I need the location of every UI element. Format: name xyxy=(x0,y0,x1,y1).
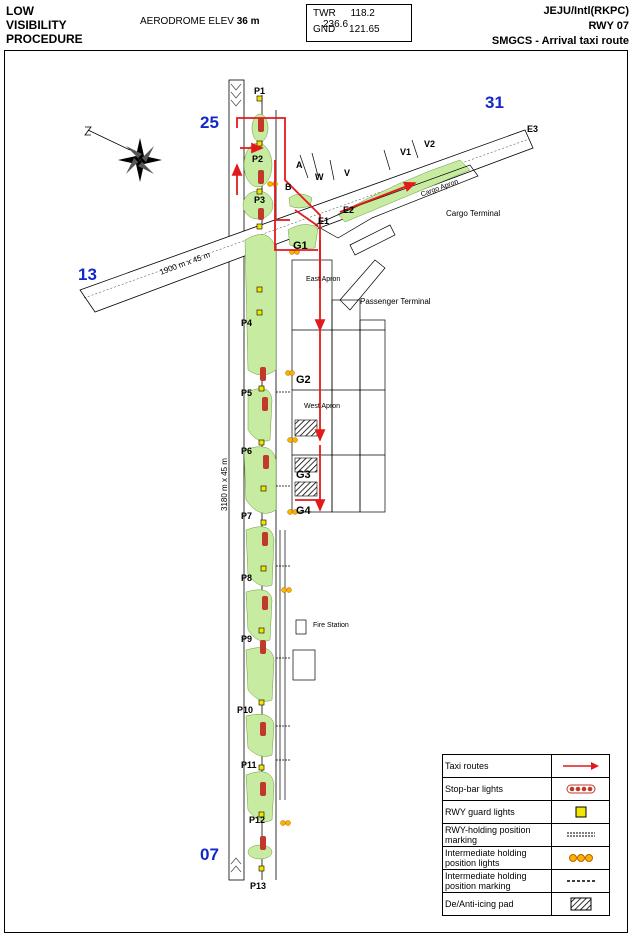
holding-icon xyxy=(566,832,595,837)
west-apron-label: West Apron xyxy=(304,403,341,410)
taxiway-label-p6: P6 xyxy=(241,446,253,456)
taxiway-label-g2: G2 xyxy=(296,374,311,386)
taxiway-label-a: A xyxy=(296,160,303,170)
legend-row: RWY guard lights xyxy=(443,801,609,824)
runway-designator: RWY 07 xyxy=(588,20,629,32)
fire-station-label: Fire Station xyxy=(313,622,349,629)
freq-name: TWR xyxy=(313,8,336,19)
grass-areas xyxy=(242,113,471,860)
elevation-label: AERODROME ELEV xyxy=(140,16,234,27)
threshold-chevron-icon xyxy=(230,83,242,107)
runway-main xyxy=(228,79,245,881)
chart-frame xyxy=(4,50,628,933)
legend-label: Intermediate holding position lights xyxy=(443,847,552,869)
taxiway-label-p13: P13 xyxy=(250,881,267,891)
arrow-icon xyxy=(562,762,599,770)
taxiway-label-p10: P10 xyxy=(237,705,254,715)
legend-label: Stop-bar lights xyxy=(443,778,552,800)
legend-label: Intermediate holding position marking xyxy=(443,870,552,892)
taxiway-label-p3: P3 xyxy=(254,195,266,205)
legend-label: RWY-holding position marking xyxy=(443,824,552,846)
runway-label-07: 07 xyxy=(200,845,219,864)
procedure-line: VISIBILITY xyxy=(6,18,67,32)
taxiway-label-g4: G4 xyxy=(296,505,311,517)
freq-value: 118.2 xyxy=(350,8,375,19)
legend-label: RWY guard lights xyxy=(443,801,552,823)
legend: Taxi routes Stop-bar lights RWY guard li… xyxy=(442,754,610,916)
airport-name: JEJU/Intl(RKPC) xyxy=(543,5,629,17)
legend-row: Intermediate holding position lights xyxy=(443,847,609,870)
deice-pad-icon xyxy=(294,457,318,473)
taxiway-label-p1: P1 xyxy=(254,86,266,96)
legend-row: Taxi routes xyxy=(443,755,609,778)
legend-row: RWY-holding position marking xyxy=(443,824,609,847)
holding-position-markings xyxy=(276,391,290,761)
elevation-value: 36 m xyxy=(236,16,260,27)
chart-identity: JEJU/Intl(RKPC) RWY 07 SMGCS - Arrival t… xyxy=(492,4,629,49)
taxiway-label-v1: V1 xyxy=(400,147,412,157)
taxiway-label-b: B xyxy=(285,182,292,192)
passenger-terminal-label: Passenger Terminal xyxy=(360,297,431,306)
stopbar-icon xyxy=(566,784,595,794)
taxiway-label-g1: G1 xyxy=(293,240,308,252)
taxiway-label-p12: P12 xyxy=(249,815,266,825)
procedure-title: LOW VISIBILITY PROCEDURE xyxy=(6,4,83,46)
aerodrome-elevation: AERODROME ELEV 36 m xyxy=(140,16,260,27)
taxiway-label-v2: V2 xyxy=(424,139,436,149)
taxiway-label-g3: G3 xyxy=(296,469,311,481)
taxi-routes xyxy=(231,117,417,512)
taxiway-label-p5: P5 xyxy=(241,388,253,398)
procedure-line: PROCEDURE xyxy=(6,32,83,46)
intlights-icon xyxy=(568,854,593,862)
deice-pads xyxy=(294,419,318,497)
taxiway-label-p4: P4 xyxy=(241,318,253,328)
main-runway-dimensions: 3180 m x 45 m xyxy=(219,458,229,511)
taxiway-label-p2: P2 xyxy=(252,154,264,164)
threshold-chevron-icon xyxy=(230,857,242,873)
deice-pad-icon xyxy=(294,481,318,497)
legend-row: Stop-bar lights xyxy=(443,778,609,801)
procedure-line: LOW xyxy=(6,4,34,18)
east-apron-label: East Apron xyxy=(306,276,341,283)
legend-row: Intermediate holding position marking xyxy=(443,870,609,893)
north-arrow-icon xyxy=(84,126,162,182)
taxiway-label-p9: P9 xyxy=(241,634,253,644)
taxiway-label-p8: P8 xyxy=(241,573,253,583)
legend-label: De/Anti-icing pad xyxy=(443,893,552,915)
legend-label: Taxi routes xyxy=(443,755,552,777)
guard-icon xyxy=(575,806,586,818)
legend-row: De/Anti-icing pad xyxy=(443,893,609,915)
cargo-terminal-label: Cargo Terminal xyxy=(446,209,501,218)
freq-value: 121.65 xyxy=(349,24,380,35)
freq-row-twr: TWR 118.2 236.6 xyxy=(313,8,411,30)
freq-value: 236.6 xyxy=(323,19,349,30)
frequency-box: TWR 118.2 236.6 GND 121.65 xyxy=(306,4,412,42)
intmark-icon xyxy=(566,880,595,882)
taxiway-label-p7: P7 xyxy=(241,511,253,521)
apron-outlines xyxy=(279,139,479,800)
taxiway-label-e2: E2 xyxy=(343,205,355,215)
stopbar-lights xyxy=(258,118,269,850)
runway-label-25: 25 xyxy=(200,113,219,132)
taxiway-label-w: W xyxy=(315,172,324,182)
runway-label-13: 13 xyxy=(78,265,97,284)
taxiway-label-e1: E1 xyxy=(318,216,330,226)
freq-name: GND xyxy=(313,24,336,35)
taxiway-label-p11: P11 xyxy=(241,760,257,770)
taxiway-label-e3: E3 xyxy=(527,124,539,134)
deice-icon xyxy=(570,897,591,911)
deice-pad-icon xyxy=(294,419,318,437)
chart-title: SMGCS - Arrival taxi route xyxy=(491,35,629,47)
taxiway-label-v: V xyxy=(344,168,351,178)
runway-label-31: 31 xyxy=(485,93,504,112)
freq-row-gnd: GND 121.65 xyxy=(313,24,380,35)
